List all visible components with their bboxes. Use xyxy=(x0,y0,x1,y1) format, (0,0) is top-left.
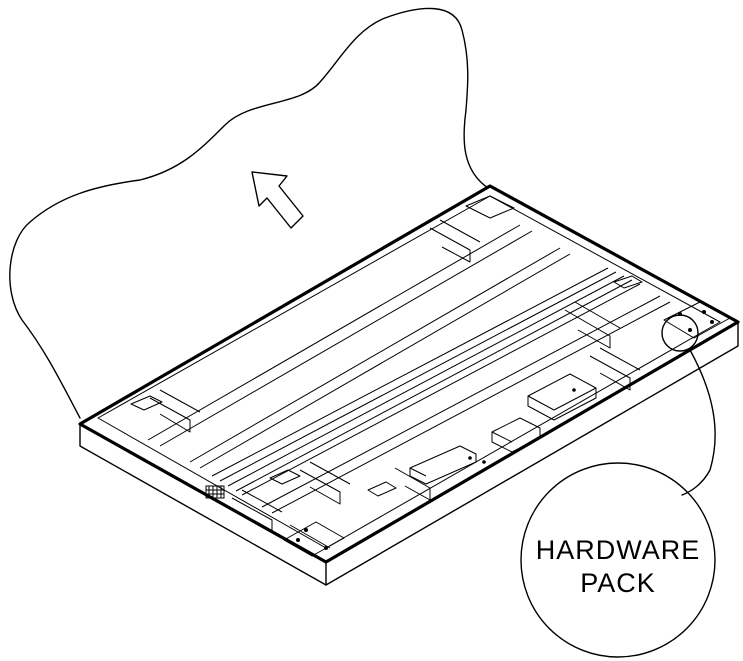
corner-plate-front xyxy=(283,521,345,557)
hardware-components xyxy=(409,373,597,485)
cover-sheet xyxy=(9,7,489,419)
callout-label-line1: HARDWARE xyxy=(536,535,701,565)
frame-front-face xyxy=(79,423,327,586)
callout-label-line2: PACK xyxy=(580,568,656,598)
frame-right-face xyxy=(325,321,739,586)
corner-plate-right xyxy=(663,301,731,339)
long-rails xyxy=(147,224,671,514)
frame-inner-rim xyxy=(97,195,721,549)
callout-leader xyxy=(681,349,716,496)
rail-end-hatch xyxy=(205,485,225,499)
cross-members xyxy=(149,219,641,549)
hardware-pack-callout-circle xyxy=(520,462,716,658)
lift-arrow-icon xyxy=(251,171,304,229)
corner-brackets xyxy=(130,195,643,497)
callout-target-circle xyxy=(661,314,699,352)
